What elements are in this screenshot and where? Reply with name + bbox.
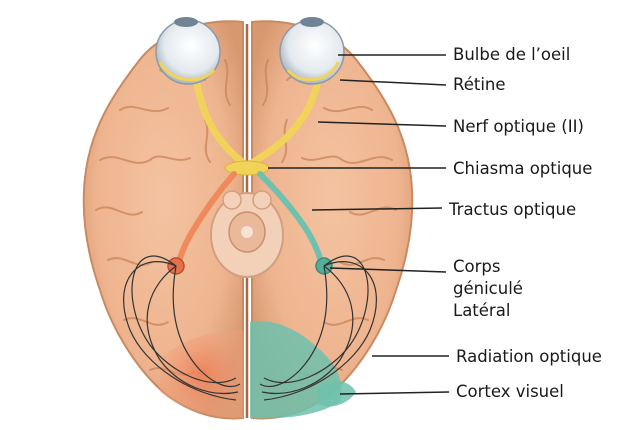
label-optic-radiation: Radiation optique (456, 347, 602, 366)
brainstem (210, 190, 284, 278)
label-optic-nerve: Nerf optique (II) (453, 117, 584, 136)
leader-lines (268, 54, 450, 395)
eyeball-right (279, 17, 345, 85)
optic-radiation-left (123, 255, 241, 401)
label-optic-chiasm: Chiasma optique (453, 159, 593, 178)
optic-radiation-right (259, 255, 377, 401)
label-eyeball: Bulbe de l’oeil (453, 45, 571, 64)
visual-cortex-right-lateral (318, 380, 356, 407)
label-lgn-line3: Latéral (453, 301, 511, 320)
label-lateral-geniculate: Corps géniculé Latéral (453, 256, 523, 322)
eyeball-left (155, 17, 221, 85)
label-lgn-line2: géniculé (453, 279, 523, 298)
label-optic-tract: Tractus optique (449, 200, 577, 219)
label-lgn-line1: Corps (453, 257, 501, 276)
optic-nerves (192, 76, 322, 169)
optic-tract-right (257, 171, 325, 269)
visual-cortex-left (160, 330, 244, 419)
optic-tract-left (175, 171, 237, 269)
label-retina: Rétine (453, 75, 506, 94)
label-visual-cortex: Cortex visuel (456, 382, 564, 401)
